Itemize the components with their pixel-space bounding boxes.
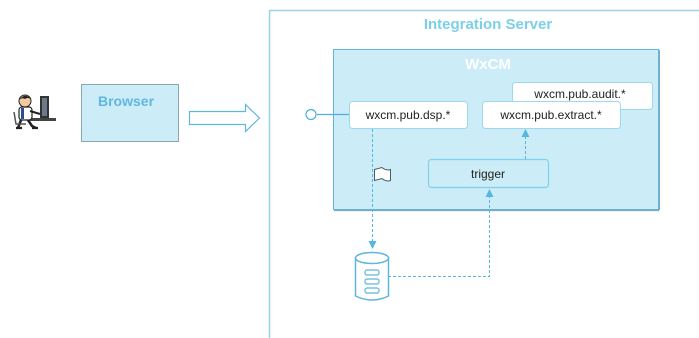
- database-icon: [354, 251, 390, 301]
- browser-box: Browser: [81, 84, 179, 142]
- trigger-node: trigger: [427, 158, 550, 189]
- wxcm-title: WxCM: [465, 56, 511, 73]
- extract-service-node: wxcm.pub.extract.*: [482, 101, 621, 129]
- database-to-trigger-arrow: [388, 189, 494, 277]
- audit-service-label: wxcm.pub.audit.*: [533, 87, 626, 101]
- integration-server-frame: [268, 9, 699, 338]
- right-block-arrow-icon: [188, 103, 261, 133]
- dsp-service-label: wxcm.pub.dsp.*: [365, 108, 451, 122]
- port-circle-icon: [305, 108, 349, 121]
- document-icon: [374, 166, 391, 182]
- extract-service-label: wxcm.pub.extract.*: [499, 108, 602, 122]
- user-at-computer-icon: [13, 94, 56, 130]
- trigger-label: trigger: [471, 167, 505, 181]
- integration-server-title: Integration Server: [424, 16, 553, 33]
- dsp-service-node: wxcm.pub.dsp.*: [349, 101, 468, 129]
- browser-label: Browser: [98, 93, 155, 109]
